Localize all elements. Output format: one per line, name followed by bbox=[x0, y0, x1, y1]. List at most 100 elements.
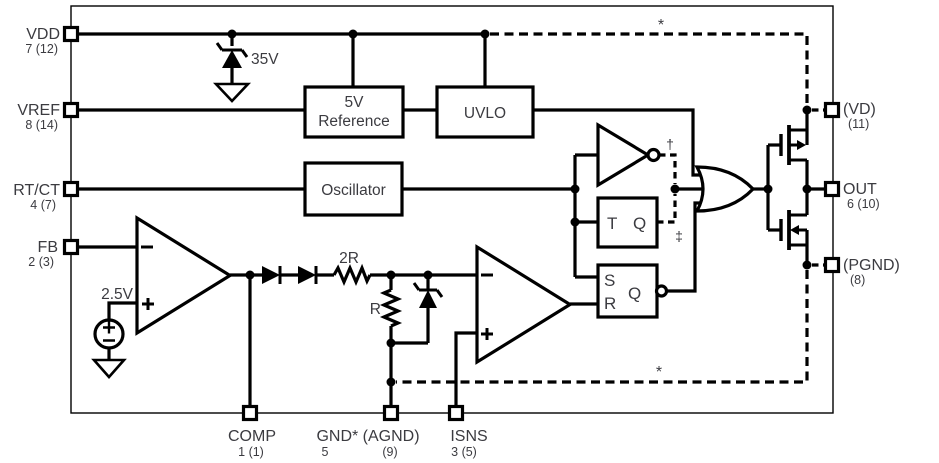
resistor-2r-label: 2R bbox=[339, 250, 359, 267]
pin-vd-number: (11) bbox=[848, 117, 869, 131]
pin-comp bbox=[241, 404, 259, 422]
junction-dot bbox=[763, 184, 773, 194]
zener-diode-clamp bbox=[412, 282, 444, 308]
series-diodes bbox=[262, 266, 318, 284]
pin-fb-label: FB bbox=[38, 239, 58, 256]
junction-dots bbox=[227, 29, 812, 387]
block-labels: 5V Reference UVLO Oscillator T Q S R Q bbox=[318, 94, 646, 313]
mosfet-body-arrow-icon bbox=[790, 225, 799, 235]
diode-icon bbox=[298, 266, 316, 284]
junction-dot bbox=[245, 270, 255, 280]
resistor-2r-zigzag bbox=[332, 263, 372, 287]
latch-r-label: R bbox=[604, 294, 616, 313]
wire-qbar-to-or bbox=[666, 201, 702, 293]
zener-voltage-label: 35V bbox=[251, 51, 279, 68]
block-uvlo bbox=[435, 85, 535, 139]
pin-gnd-number2: (9) bbox=[382, 445, 397, 459]
toggle-flip-flop bbox=[596, 196, 659, 249]
junction-dot bbox=[386, 377, 396, 387]
reference-label-line2: Reference bbox=[318, 113, 390, 130]
junction-dot bbox=[480, 29, 490, 39]
pin-pgnd-label: (PGND) bbox=[843, 257, 900, 274]
pin-isns bbox=[447, 404, 465, 422]
resistor-r-label: R bbox=[370, 301, 381, 318]
junction-dot bbox=[802, 260, 812, 270]
pin-vdd-number: 7 (12) bbox=[25, 42, 58, 56]
pin-labels: VDD 7 (12) VREF 8 (14) RT/CT 4 (7) FB 2 … bbox=[13, 26, 900, 459]
dashed-tff-option bbox=[657, 194, 677, 224]
pwm-comparator bbox=[475, 244, 574, 365]
sr-latch-qbar-bubble bbox=[654, 284, 669, 298]
pin-vref-number: 8 (14) bbox=[25, 118, 58, 132]
pin-pads bbox=[62, 25, 841, 422]
pin-gnd-number: 5 bbox=[322, 445, 329, 459]
ground-icon bbox=[212, 82, 252, 103]
pin-out bbox=[823, 180, 841, 198]
comparator-plus-icon bbox=[481, 328, 493, 340]
junction-dot bbox=[227, 29, 237, 39]
pin-rtct-number: 4 (7) bbox=[30, 198, 56, 212]
tff-t-label: T bbox=[607, 214, 617, 233]
dagger-footnote: † bbox=[666, 136, 674, 152]
oscillator-label: Oscillator bbox=[321, 182, 386, 199]
not-gate bbox=[596, 122, 652, 188]
junction-dot bbox=[570, 184, 580, 194]
pin-pgnd-number: (8) bbox=[850, 273, 865, 287]
voltage-source-circle bbox=[93, 318, 125, 350]
pin-pgnd bbox=[823, 256, 841, 274]
not-gate-bubble bbox=[646, 147, 661, 163]
pin-comp-label: COMP bbox=[228, 428, 276, 445]
or-gate bbox=[694, 165, 756, 213]
mosfet-terminals bbox=[789, 128, 807, 162]
wire-2v5-plus bbox=[107, 301, 137, 320]
pin-vdd bbox=[62, 25, 80, 43]
junction-dot bbox=[802, 105, 812, 115]
asterisk-footnote-bottom: * bbox=[656, 364, 662, 381]
junction-dot bbox=[386, 270, 396, 280]
junction-dot bbox=[802, 184, 812, 194]
dashed-wires bbox=[396, 32, 826, 384]
pin-out-label: OUT bbox=[843, 181, 877, 198]
ref-voltage-label: 2.5V bbox=[101, 286, 134, 303]
annotation-labels: 35V 2.5V 2R R † ‡ * * bbox=[101, 17, 683, 381]
pin-comp-number: 1 (1) bbox=[238, 445, 264, 459]
mosfet-low-side bbox=[779, 210, 807, 250]
pin-rtct bbox=[62, 180, 80, 198]
pin-vdd-label: VDD bbox=[26, 26, 60, 43]
sr-latch bbox=[596, 263, 659, 319]
pin-vd bbox=[823, 101, 841, 119]
error-amp-plus-icon bbox=[142, 298, 154, 310]
dashed-vdd-to-vd bbox=[490, 32, 809, 105]
zener-anode-triangle bbox=[419, 290, 437, 308]
pin-vd-label: (VD) bbox=[843, 101, 876, 118]
wire-isns bbox=[454, 331, 477, 407]
junction-dot bbox=[348, 29, 358, 39]
mosfet-body-arrow-icon bbox=[797, 140, 806, 150]
source-polarity-icon bbox=[103, 321, 115, 342]
reference-label-line1: 5V bbox=[345, 94, 365, 111]
pin-isns-label: ISNS bbox=[450, 428, 487, 445]
pin-vref bbox=[62, 101, 80, 119]
block-5v-reference bbox=[303, 85, 405, 139]
error-amplifier bbox=[135, 215, 234, 336]
junction-dot bbox=[570, 217, 580, 227]
pin-out-number: 6 (10) bbox=[847, 197, 880, 211]
pin-fb bbox=[62, 238, 80, 256]
diode-icon bbox=[262, 266, 280, 284]
double-dagger-footnote: ‡ bbox=[675, 228, 683, 244]
resistor-r-zigzag bbox=[379, 288, 403, 328]
latch-q-label: Q bbox=[628, 284, 641, 303]
pin-gnd bbox=[382, 404, 400, 422]
ground-icon bbox=[91, 358, 127, 379]
tff-q-label: Q bbox=[633, 214, 646, 233]
pin-gnd-label: GND* (AGND) bbox=[316, 428, 419, 445]
wire-uvlo-to-or bbox=[533, 108, 703, 177]
dashed-inverter-option bbox=[659, 153, 677, 184]
pin-vref-label: VREF bbox=[17, 102, 60, 119]
mosfet-terminals bbox=[789, 213, 807, 247]
uvlo-label: UVLO bbox=[464, 105, 506, 122]
pin-rtct-label: RT/CT bbox=[13, 182, 60, 199]
junction-dot bbox=[423, 270, 433, 280]
